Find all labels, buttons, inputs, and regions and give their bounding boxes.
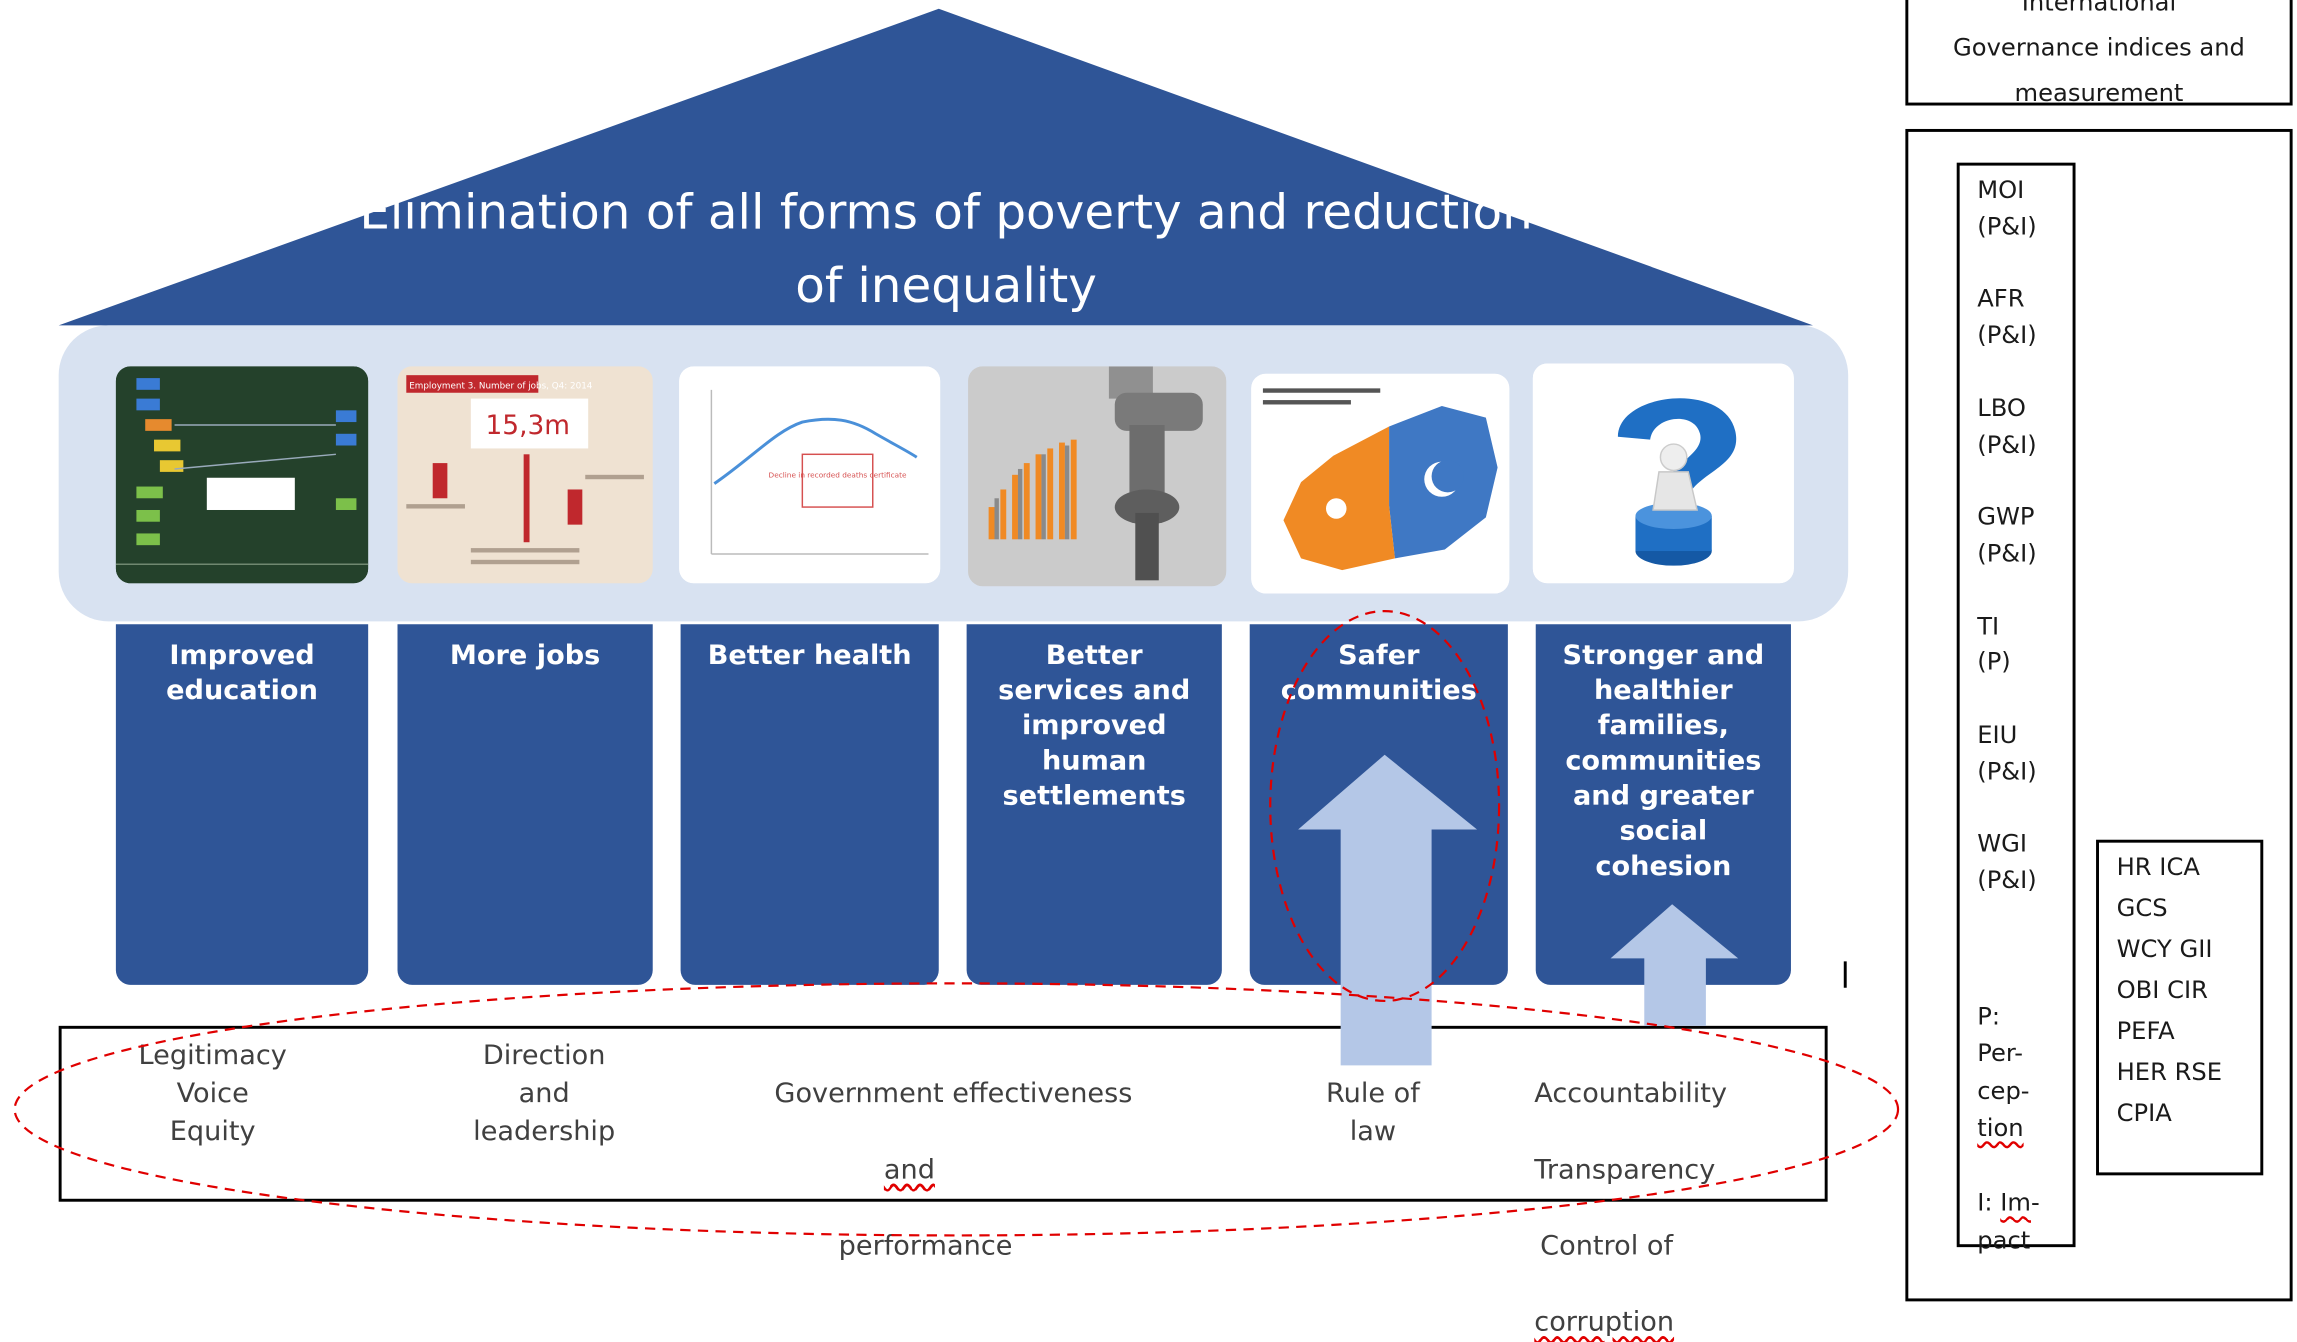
indices-legend: P: Per- cep-tion I: Im- pact	[1977, 960, 2068, 1259]
legend-impact-suffix: - pact	[1977, 1188, 2040, 1254]
indices-secondary-box	[2096, 839, 2264, 1176]
roof-triangle	[58, 8, 1813, 326]
base-accountability-line4: corruption	[1534, 1307, 1675, 1339]
indices-list-primary: MOI (P&I) AFR (P&I) LBO (P&I) GWP (P&I) …	[1977, 175, 2037, 895]
jobs-headline: Employment 3. Number of jobs, Q4: 2014	[409, 381, 593, 391]
indices-list-secondary: HR ICA GCS WCY GII OBI CIR PEFA HER RSE …	[2116, 852, 2223, 1127]
pillar-better-services: Better services and improved human settl…	[966, 624, 1222, 985]
overlay-arrows-ellipses	[13, 610, 1900, 1237]
base-legitimacy: Legitimacy Voice Equity	[138, 1040, 287, 1148]
legend-impact-word: Im	[2000, 1188, 2031, 1217]
international-indices-box: International Governance indices and mea…	[1905, 0, 2293, 107]
health-note: Decline in recorded deaths certificate	[769, 471, 907, 480]
legend-impact-prefix: I:	[1977, 1188, 2001, 1217]
base-direction: Direction and leadership	[473, 1040, 616, 1148]
pillar-stronger-families: Stronger and healthier families, communi…	[1535, 624, 1791, 985]
water-tap-bar-chart-image	[968, 366, 1227, 587]
base-rule-of-law: Rule of law	[1325, 1078, 1420, 1148]
text-cursor-mark	[1843, 961, 1847, 988]
roof-title: Elimination of all forms of poverty and …	[359, 183, 1533, 314]
south-africa-map-image	[1251, 373, 1510, 594]
jobs-figure: 15,3m	[486, 411, 570, 441]
base-effectiveness: Government effectiveness and performance	[733, 1038, 1173, 1305]
pillar-improved-education: Improved education	[115, 624, 369, 985]
base-effectiveness-line1: Government effectiveness	[774, 1078, 1133, 1110]
base-accountability-line3: Control of	[1540, 1231, 1674, 1262]
base-ellipse	[13, 982, 1900, 1237]
international-indices-title: International Governance indices and mea…	[1953, 0, 2245, 107]
indices-column-box	[1956, 162, 2076, 1248]
governance-house-diagram: Elimination of all forms of poverty and …	[13, 0, 2293, 1338]
base-accountability-line1: Accountability	[1534, 1078, 1728, 1110]
health-line-chart-image: Decline in recorded deaths certificate	[679, 366, 941, 584]
classroom-board-image	[115, 366, 369, 584]
question-mark-figure-image	[1532, 363, 1794, 584]
legend-perception-part: P: Per- cep-	[1977, 1001, 2030, 1105]
pillar-better-health: Better health	[680, 624, 939, 985]
pillar-more-jobs: More jobs	[397, 624, 653, 985]
base-effectiveness-line2: and	[883, 1154, 935, 1186]
legend-perception-word: tion	[1977, 1113, 2024, 1142]
governance-base-box	[58, 1025, 1828, 1202]
rule-of-law-arrow-icon	[1298, 754, 1478, 1066]
base-accountability-line2: Transparency	[1534, 1154, 1716, 1186]
accountability-arrow-icon	[1610, 904, 1739, 1026]
jobs-infographic-image: Employment 3. Number of jobs, Q4: 2014 1…	[397, 366, 653, 584]
rule-of-law-ellipse	[1269, 610, 1501, 1003]
